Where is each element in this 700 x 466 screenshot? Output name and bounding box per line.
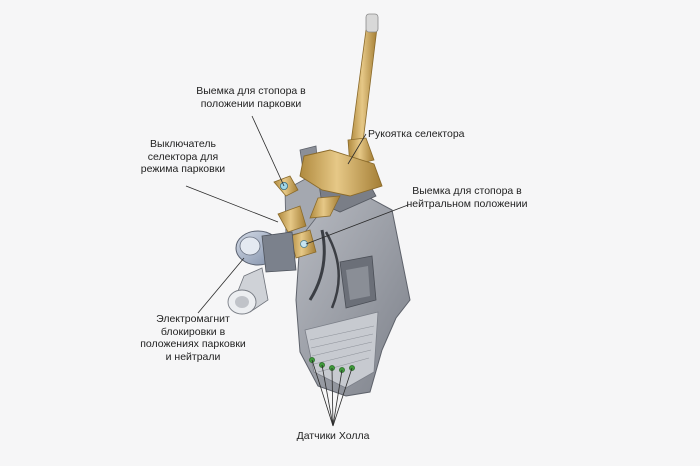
- housing: [284, 145, 411, 397]
- label-park-notch: Выемка для стопора в положении парковки: [196, 85, 306, 110]
- leader-neutral-notch: [305, 204, 409, 245]
- leader-park-notch: [251, 115, 285, 187]
- leader-magnet: [197, 257, 245, 314]
- electromagnet: [227, 230, 297, 315]
- leader-lines: [185, 115, 409, 427]
- label-electromagnet: Электромагнит блокировки в положениях па…: [140, 313, 246, 363]
- leader-hall-1: [311, 359, 334, 427]
- label-selector-handle: Рукоятка селектора: [368, 128, 465, 140]
- leader-hall-4: [332, 369, 343, 427]
- label-neutral-notch: Выемка для стопора в нейтральном положен…: [406, 185, 528, 210]
- leader-park-switch: [185, 185, 279, 223]
- label-hall-sensors: Датчики Холла: [296, 430, 370, 442]
- label-park-switch: Выключатель селектора для режима парковк…: [140, 138, 226, 175]
- park-switch: [273, 175, 307, 233]
- leader-hall-3: [331, 367, 334, 427]
- leader-hall-2: [321, 364, 334, 427]
- selector-handle: [299, 13, 383, 219]
- leader-handle: [347, 133, 367, 165]
- leader-hall-5: [332, 367, 353, 427]
